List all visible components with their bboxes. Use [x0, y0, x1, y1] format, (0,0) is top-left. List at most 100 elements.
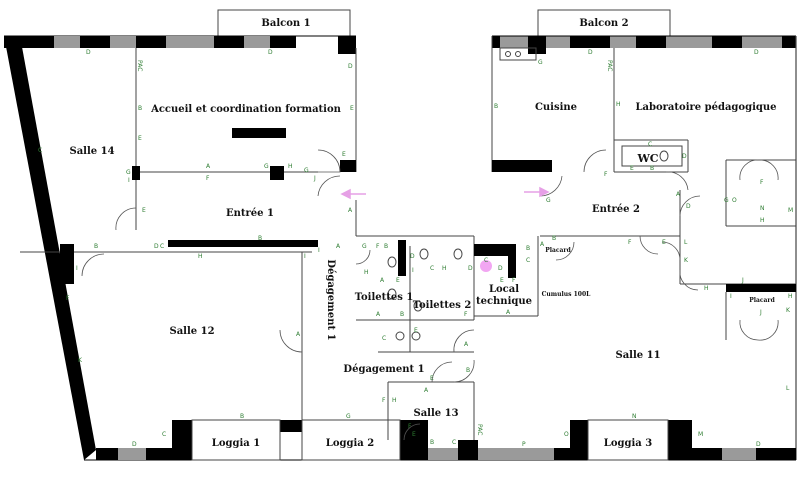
marker-d: D — [498, 265, 503, 272]
marker-f: F — [376, 243, 380, 250]
marker-f: F — [206, 175, 210, 182]
outer-walls — [4, 35, 797, 461]
marker-d: D — [682, 153, 687, 160]
marker-pac: PAC — [136, 60, 143, 71]
marker-k: K — [684, 257, 689, 264]
room-label-placard-top: Placard — [545, 247, 571, 254]
marker-i: I — [318, 247, 320, 254]
marker-g: G — [304, 167, 309, 174]
marker-j: J — [759, 309, 762, 316]
marker-g: G — [724, 197, 729, 204]
marker-e: E — [414, 327, 418, 334]
marker-a: A — [376, 311, 381, 318]
marker-i: I — [304, 253, 306, 260]
marker-f: F — [512, 277, 516, 284]
room-label-cuisine: Cuisine — [535, 102, 577, 113]
marker-b: B — [552, 235, 556, 242]
marker-g: G — [346, 413, 351, 420]
marker-b: B — [384, 243, 388, 250]
marker-d: D — [154, 243, 159, 250]
marker-l: L — [786, 385, 790, 392]
marker-b: B — [430, 439, 434, 446]
marker-c: C — [648, 141, 652, 148]
fixtures — [387, 47, 683, 341]
marker-c: C — [382, 335, 386, 342]
marker-d: D — [468, 265, 473, 272]
marker-j: J — [313, 175, 316, 182]
marker-b: B — [94, 243, 98, 250]
marker-e: E — [142, 207, 146, 214]
marker-a: A — [506, 309, 511, 316]
marker-h: H — [364, 269, 369, 276]
marker-e: E — [412, 431, 416, 438]
marker-d: D — [132, 441, 137, 448]
interior-walls — [20, 36, 797, 440]
marker-a: A — [676, 191, 681, 198]
marker-d: D — [348, 63, 353, 70]
marker-e: E — [396, 277, 400, 284]
marker-a: A — [380, 277, 385, 284]
marker-a: A — [296, 331, 301, 338]
marker-m: M — [698, 431, 703, 438]
marker-m: M — [788, 207, 793, 214]
marker-n: N — [632, 413, 637, 420]
marker-j: J — [741, 277, 744, 284]
room-label-balcon-2: Balcon 2 — [579, 18, 628, 29]
entrance-arrow-1 — [340, 188, 366, 200]
marker-h: H — [288, 163, 293, 170]
room-label-balcon-1: Balcon 1 — [261, 18, 310, 29]
room-label-degagement-1: Dégagement 1 — [343, 364, 424, 375]
marker-a: A — [348, 207, 353, 214]
marker-n: N — [760, 205, 765, 212]
room-label-placard-right: Placard — [749, 297, 775, 304]
marker-f: F — [464, 311, 468, 318]
room-label-local-technique-line1: Local — [489, 284, 519, 295]
room-label-entree-2: Entrée 2 — [592, 204, 640, 215]
room-label-laboratoire: Laboratoire pédagogique — [635, 102, 776, 113]
marker-d: D — [86, 49, 91, 56]
marker-h: H — [788, 293, 793, 300]
marker-o: O — [564, 431, 569, 438]
marker-i: I — [128, 177, 130, 184]
marker-b: B — [240, 413, 244, 420]
room-label-salle-13: Salle 13 — [413, 408, 458, 419]
marker-f: F — [628, 239, 632, 246]
marker-a: A — [540, 241, 545, 248]
marker-d: D — [686, 203, 691, 210]
marker-h: H — [616, 101, 621, 108]
marker-g: G — [546, 197, 551, 204]
marker-b: B — [258, 235, 262, 242]
marker-b: B — [400, 311, 404, 318]
marker-c: C — [160, 243, 164, 250]
marker-b: B — [650, 165, 654, 172]
room-label-salle-11: Salle 11 — [615, 350, 660, 361]
marker-g: G — [362, 243, 367, 250]
marker-h: H — [760, 217, 765, 224]
marker-d: D — [754, 49, 759, 56]
room-label-accueil: Accueil et coordination formation — [150, 104, 342, 115]
marker-c: C — [526, 257, 530, 264]
marker-e: E — [500, 277, 504, 284]
marker-a: A — [464, 341, 469, 348]
marker-g: G — [538, 59, 543, 66]
marker-pac: PAC — [606, 60, 613, 71]
marker-k: K — [786, 307, 791, 314]
marker-i: I — [76, 265, 78, 272]
marker-o: O — [732, 197, 737, 204]
room-label-cumulus: Cumulus 100L — [542, 291, 591, 298]
marker-a: A — [206, 163, 211, 170]
marker-l: L — [684, 239, 688, 246]
room-label-salle-14: Salle 14 — [69, 146, 114, 157]
marker-c: C — [430, 265, 434, 272]
marker-h: H — [392, 397, 397, 404]
marker-c: C — [162, 431, 166, 438]
entrance-arrow-2 — [524, 186, 550, 198]
marker-e: E — [138, 135, 142, 142]
marker-b: B — [466, 367, 470, 374]
marker-f: F — [382, 397, 386, 404]
room-label-loggia-2: Loggia 2 — [326, 438, 374, 449]
marker-pac: PAC — [476, 424, 483, 435]
marker-a: A — [336, 243, 341, 250]
marker-h: H — [704, 285, 709, 292]
